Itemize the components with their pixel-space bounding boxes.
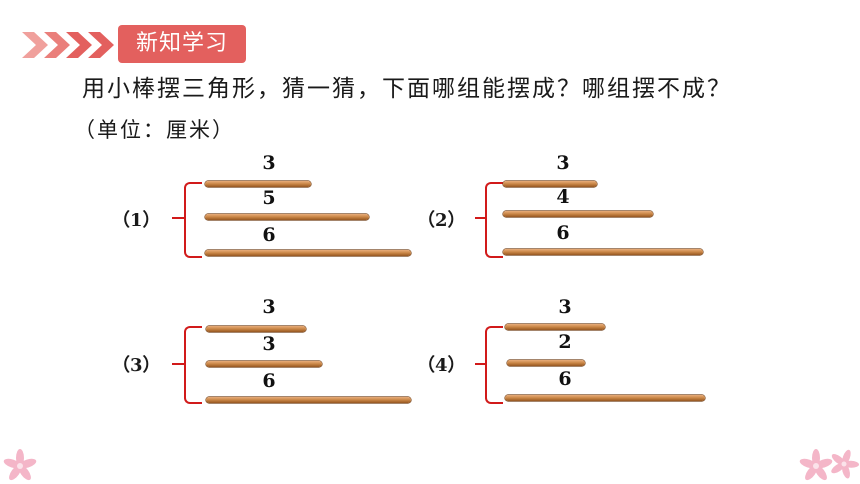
group-label: （4） bbox=[417, 355, 466, 376]
bracket bbox=[485, 326, 503, 404]
stick-group-2: （2） 3 4 6 bbox=[417, 152, 747, 287]
bracket bbox=[184, 326, 202, 404]
bracket-tip bbox=[475, 217, 487, 219]
bracket-tip bbox=[172, 217, 184, 219]
length-label: 3 bbox=[262, 333, 276, 355]
group-label: （1） bbox=[112, 210, 161, 231]
length-label: 2 bbox=[558, 331, 572, 353]
length-label: 5 bbox=[262, 187, 276, 209]
chevron-arrows-icon bbox=[22, 32, 114, 58]
bracket bbox=[184, 182, 202, 258]
length-label: 4 bbox=[556, 186, 570, 208]
stick-group-3: （3） 3 3 6 bbox=[112, 296, 442, 431]
group-label: （3） bbox=[112, 355, 161, 376]
stick bbox=[505, 395, 705, 401]
stick bbox=[507, 360, 585, 366]
stick bbox=[206, 361, 322, 367]
length-label: 3 bbox=[262, 152, 276, 174]
length-label: 6 bbox=[262, 370, 276, 392]
stick-group-1: （1） 3 5 6 bbox=[112, 152, 442, 287]
stick-group-4: （4） 3 2 6 bbox=[417, 296, 747, 431]
length-label: 3 bbox=[558, 296, 572, 318]
length-label: 6 bbox=[558, 368, 572, 390]
length-label: 6 bbox=[556, 222, 570, 244]
stick bbox=[205, 250, 411, 256]
stick bbox=[505, 324, 605, 330]
stick bbox=[503, 211, 653, 217]
group-label: （2） bbox=[417, 210, 466, 231]
length-label: 3 bbox=[262, 296, 276, 318]
stick bbox=[503, 249, 703, 255]
bracket-tip bbox=[172, 363, 184, 365]
bracket bbox=[485, 182, 503, 258]
length-label: 6 bbox=[262, 224, 276, 246]
section-badge: 新知学习 bbox=[118, 25, 246, 63]
stick bbox=[205, 214, 369, 220]
stick bbox=[206, 397, 411, 403]
stick bbox=[205, 181, 311, 187]
question-text: 用小棒摆三角形，猜一猜，下面哪组能摆成？哪组摆不成？ bbox=[82, 76, 732, 102]
stick bbox=[503, 181, 597, 187]
stick bbox=[206, 326, 306, 332]
bracket-tip bbox=[475, 363, 487, 365]
length-label: 3 bbox=[556, 152, 570, 174]
flower-icon-right bbox=[799, 449, 859, 481]
unit-note: （单位：厘米） bbox=[74, 118, 235, 142]
flower-icon-left bbox=[3, 449, 37, 481]
